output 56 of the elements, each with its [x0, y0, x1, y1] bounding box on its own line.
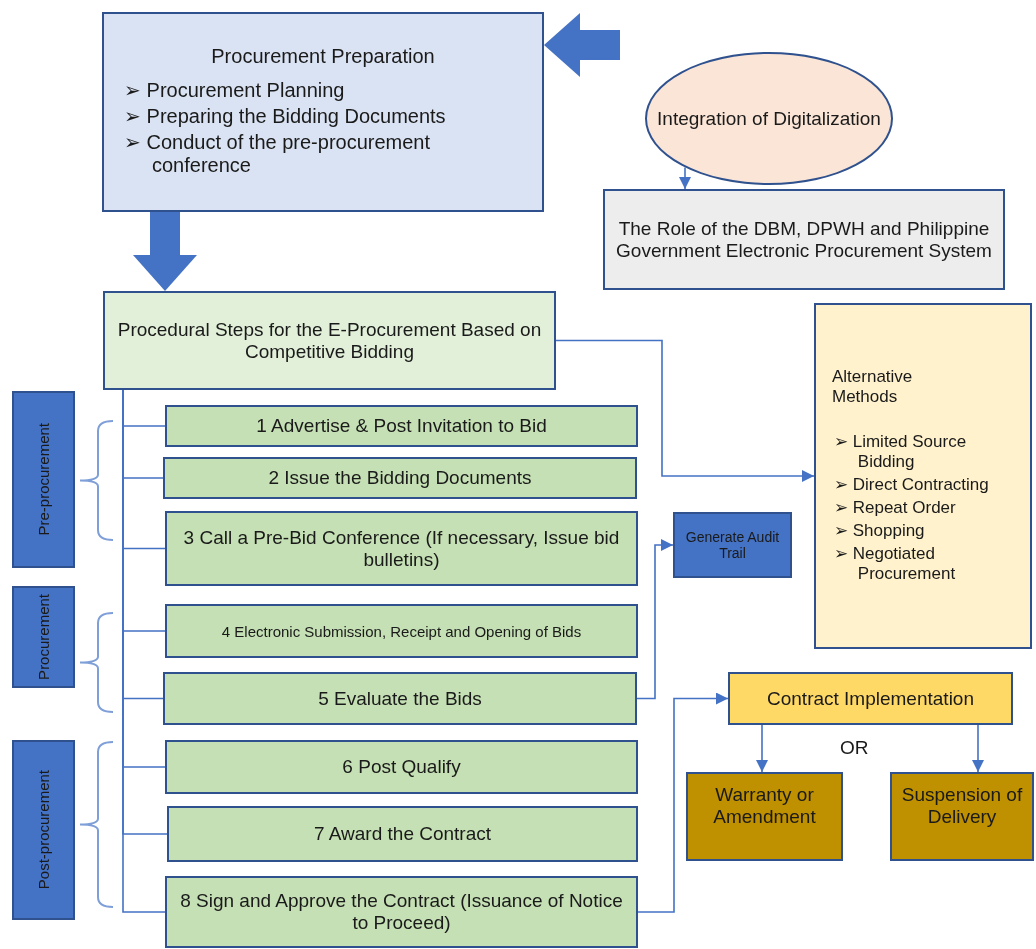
block-arrow — [133, 212, 197, 291]
process-box — [103, 291, 556, 390]
arrow — [636, 539, 674, 700]
arrow — [972, 724, 984, 773]
process-box — [728, 672, 1013, 725]
process-box — [167, 806, 638, 862]
node-text: Contract Implementation — [767, 687, 974, 710]
list-item: ➢ Negotiated Procurement — [834, 542, 957, 584]
list-item: ➢ Shopping — [834, 519, 926, 541]
process-box — [102, 12, 544, 212]
node-text: 2 Issue the Bidding Documents — [268, 467, 532, 489]
arrow — [679, 166, 691, 190]
node-text: 6 Post Qualify — [342, 756, 461, 778]
process-box — [603, 189, 1005, 290]
process-box — [165, 876, 638, 948]
node-text: Generate Audit Trail — [684, 529, 781, 561]
list-item: ➢ Preparing the Bidding Documents — [124, 104, 447, 128]
process-box — [165, 740, 638, 794]
node-text: Integration of Digitalization — [657, 107, 881, 130]
process-box — [163, 672, 637, 725]
node-text: 4 Electronic Submission, Receipt and Opening of Bids — [221, 622, 582, 640]
node-text: Warranty or Amendment — [712, 784, 817, 828]
node-heading: Procurement Preparation — [211, 45, 435, 68]
phase-band — [12, 586, 75, 688]
node-text: Suspension of Delivery — [900, 784, 1024, 828]
node-text: 3 Call a Pre-Bid Conference (If necessary, Issue bid bulletins) — [182, 526, 621, 571]
arrow — [756, 724, 768, 773]
process-box — [165, 511, 638, 586]
node-text: 8 Sign and Approve the Contract (Issuance of Notice to Proceed) — [179, 890, 624, 934]
node-text: Procedural Steps for the E-Procurement Based on Competitive Bidding — [116, 318, 543, 363]
node-text: Pre-procurement — [35, 423, 52, 536]
process-box — [673, 512, 792, 578]
block-arrow — [544, 13, 620, 77]
node-text: Post-procurement — [35, 770, 52, 890]
process-box — [165, 604, 638, 658]
list-item: ➢ Conduct of the pre-procurement conference — [124, 130, 432, 177]
node-heading: Alternative Methods — [832, 366, 914, 407]
process-box — [686, 772, 843, 861]
list-item: ➢ Direct Contracting — [834, 473, 990, 495]
node-text: The Role of the DBM, DPWH and Philippine Government Electronic Procurement System — [615, 217, 993, 262]
list-item: ➢ Repeat Order — [834, 496, 957, 518]
process-box — [165, 405, 638, 447]
list-item: ➢ Limited Source Bidding — [834, 430, 968, 472]
process-box — [890, 772, 1034, 861]
node-text: 5 Evaluate the Bids — [318, 687, 482, 710]
arrow — [637, 692, 729, 913]
text-label: OR — [840, 737, 869, 759]
phase-band — [12, 391, 75, 568]
process-box — [814, 303, 1032, 649]
node-text: 1 Advertise & Post Invitation to Bid — [256, 415, 547, 437]
node-text: Procurement — [35, 594, 52, 680]
list-item: ➢ Procurement Planning — [124, 78, 346, 102]
node-text: 7 Award the Contract — [313, 823, 492, 845]
process-box — [163, 457, 637, 499]
arrow — [555, 339, 815, 482]
phase-band — [12, 740, 75, 920]
